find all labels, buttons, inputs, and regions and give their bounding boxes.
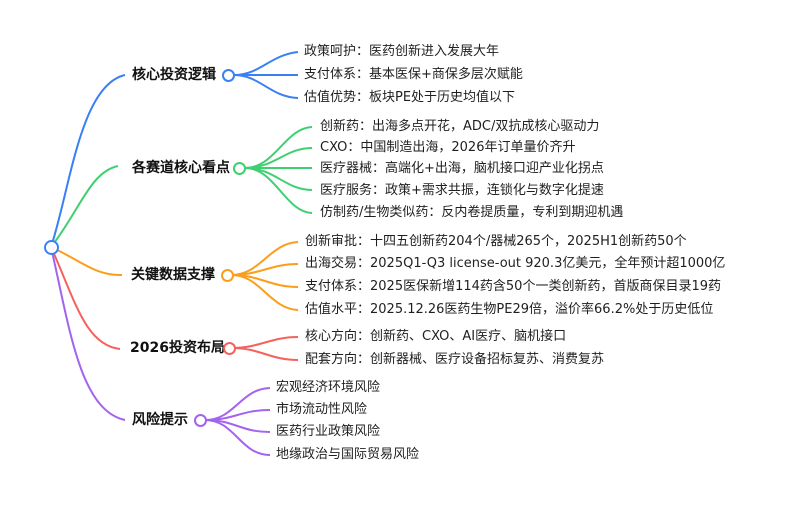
leaf-supporting-direction: 配套方向：创新器械、医疗设备招标复苏、消费复苏: [305, 352, 605, 367]
leaf-outbound-deals: 出海交易：2025Q1-Q3 license-out 920.3亿美元，全年预计…: [305, 256, 726, 271]
leaf-payment-system: 支付体系：基本医保+商保多层次赋能: [304, 67, 523, 82]
branch-2026-layout[interactable]: 2026投资布局: [130, 340, 225, 356]
leaf-policy-risk: 医药行业政策风险: [276, 424, 381, 439]
branch-sector-highlights[interactable]: 各赛道核心看点: [132, 160, 230, 176]
branch-risk-warning[interactable]: 风险提示: [132, 412, 188, 428]
branch-core-investment-logic[interactable]: 核心投资逻辑: [132, 67, 216, 83]
leaf-innovative-drugs: 创新药：出海多点开花，ADC/双抗成核心驱动力: [320, 119, 600, 134]
leaf-cxo: CXO：中国制造出海，2026年订单量价齐升: [320, 140, 576, 155]
leaf-geopolitical-risk: 地缘政治与国际贸易风险: [276, 447, 420, 462]
leaf-medical-devices: 医疗器械：高端化+出海，脑机接口迎产业化拐点: [320, 161, 604, 176]
branch-collapse-toggle[interactable]: [223, 342, 236, 355]
branch-collapse-toggle[interactable]: [233, 162, 246, 175]
leaf-macro-risk: 宏观经济环境风险: [276, 380, 381, 395]
leaf-liquidity-risk: 市场流动性风险: [276, 402, 368, 417]
branch-key-data[interactable]: 关键数据支撑: [131, 267, 215, 283]
branch-collapse-toggle[interactable]: [194, 414, 207, 427]
leaf-payment-data: 支付体系：2025医保新增114药含50个一类创新药，首版商保目录19药: [305, 279, 721, 294]
leaf-innovation-approval: 创新审批：十四五创新药204个/器械265个，2025H1创新药50个: [305, 234, 687, 249]
leaf-core-direction: 核心方向：创新药、CXO、AI医疗、脑机接口: [305, 329, 567, 344]
leaf-generics-biosimilars: 仿制药/生物类似药：反内卷提质量，专利到期迎机遇: [320, 205, 624, 220]
leaf-valuation-advantage: 估值优势：板块PE处于历史均值以下: [304, 90, 516, 105]
branch-collapse-toggle[interactable]: [221, 269, 234, 282]
root-node-circle[interactable]: [44, 240, 59, 255]
leaf-policy-support: 政策呵护：医药创新进入发展大年: [304, 44, 500, 59]
leaf-valuation-level: 估值水平：2025.12.26医药生物PE29倍，溢价率66.2%处于历史低位: [305, 302, 714, 317]
branch-collapse-toggle[interactable]: [222, 69, 235, 82]
leaf-medical-services: 医疗服务：政策+需求共振，连锁化与数字化提速: [320, 183, 604, 198]
